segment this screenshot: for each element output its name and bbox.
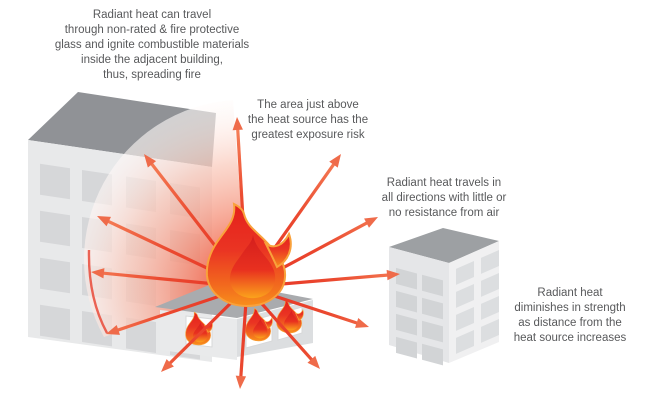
annotation-line: all directions with little or bbox=[381, 192, 507, 204]
arrowhead-icon bbox=[329, 154, 341, 168]
annotation-line: Radiant heat bbox=[537, 287, 603, 299]
annotation-bottom-right: Radiant heat diminishes in strength as d… bbox=[514, 286, 627, 346]
annotation-line: the heat source has the bbox=[247, 114, 369, 126]
arrowhead-icon bbox=[91, 268, 105, 279]
annotation-line: The area just above bbox=[257, 99, 359, 111]
building-window bbox=[481, 296, 499, 320]
building-window bbox=[396, 267, 417, 290]
building-window bbox=[396, 313, 417, 336]
annotation-line: thus, spreading fire bbox=[103, 69, 201, 81]
annotation-line: no resistance from air bbox=[388, 207, 500, 219]
building-window bbox=[456, 284, 474, 308]
building-window bbox=[396, 336, 417, 359]
building-window bbox=[40, 210, 70, 247]
right-building-windows-left bbox=[396, 267, 443, 366]
arrowhead-icon bbox=[232, 117, 243, 131]
building-window bbox=[40, 257, 70, 294]
arrowhead-icon bbox=[144, 154, 157, 168]
building-window bbox=[40, 163, 70, 200]
annotation-line: glass and ignite combustible materials bbox=[54, 39, 250, 51]
arrowhead-icon bbox=[364, 217, 378, 228]
annotation-line: as distance from the bbox=[518, 317, 622, 329]
building-window bbox=[396, 290, 417, 313]
annotation-line: heat source increases bbox=[513, 332, 627, 344]
annotation-right: Radiant heat travels in all directions w… bbox=[382, 176, 507, 221]
right-building-windows-right bbox=[456, 250, 499, 354]
building-window bbox=[422, 320, 443, 343]
right-building-roof bbox=[389, 228, 499, 263]
arrowhead-icon bbox=[161, 359, 174, 372]
building-window bbox=[456, 261, 474, 285]
annotation-top-left: Radiant heat can travel through non-rate… bbox=[55, 8, 249, 83]
building-window bbox=[456, 307, 474, 331]
annotation-line: Radiant heat can travel bbox=[92, 9, 212, 21]
annotation-line: diminishes in strength bbox=[514, 302, 626, 314]
arrowhead-icon bbox=[106, 324, 120, 335]
annotation-line: greatest exposure risk bbox=[251, 129, 365, 141]
building-window bbox=[481, 250, 499, 274]
annotation-line: inside the adjacent building, bbox=[81, 54, 223, 66]
building-window bbox=[422, 343, 443, 366]
arrowhead-icon bbox=[235, 375, 247, 389]
annotation-line: Radiant heat travels in bbox=[386, 177, 502, 189]
building-window bbox=[456, 330, 474, 354]
building-window bbox=[422, 274, 443, 297]
annotation-line: through non-rated & fire protective bbox=[64, 24, 240, 36]
building-window bbox=[481, 273, 499, 297]
annotation-top-center: The area just above the heat source has … bbox=[248, 98, 368, 143]
building-window bbox=[422, 297, 443, 320]
building-window bbox=[40, 304, 70, 341]
arrowhead-icon bbox=[97, 216, 111, 227]
arrowhead-icon bbox=[386, 269, 400, 281]
fan-arc-edge bbox=[87, 249, 109, 334]
arrowhead-icon bbox=[355, 318, 369, 328]
building-window bbox=[481, 319, 499, 343]
arrowhead-icon bbox=[307, 355, 320, 369]
right-building bbox=[389, 228, 499, 366]
